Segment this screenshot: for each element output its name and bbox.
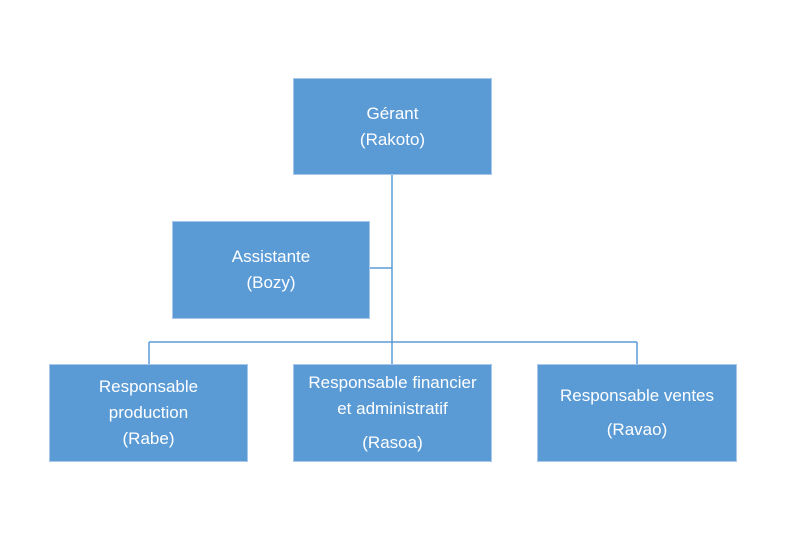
node-assistante: Assistante (Bozy) xyxy=(172,221,370,319)
node-financier-title-line2: et administratif xyxy=(337,399,448,418)
node-production-name: (Rabe) xyxy=(122,429,175,448)
node-financier-title-line1: Responsable financier xyxy=(308,373,477,392)
node-assistante-name: (Bozy) xyxy=(246,273,296,292)
node-financier-name: (Rasoa) xyxy=(362,433,423,452)
node-financier: Responsable financier et administratif (… xyxy=(293,364,492,462)
node-gerant-title: Gérant xyxy=(366,103,419,123)
node-production-title-line2: production xyxy=(108,403,189,422)
node-assistante-title: Assistante xyxy=(231,247,311,266)
node-production-title-line1: Responsable xyxy=(98,377,199,396)
node-production: Responsable production (Rabe) xyxy=(49,364,248,462)
node-ventes-title: Responsable ventes xyxy=(559,386,715,405)
node-ventes: Responsable ventes (Ravao) xyxy=(537,364,737,462)
node-ventes-name: (Ravao) xyxy=(606,420,668,439)
node-gerant-name: (Rakoto) xyxy=(359,129,426,149)
node-gerant: Gérant (Rakoto) xyxy=(293,78,492,175)
